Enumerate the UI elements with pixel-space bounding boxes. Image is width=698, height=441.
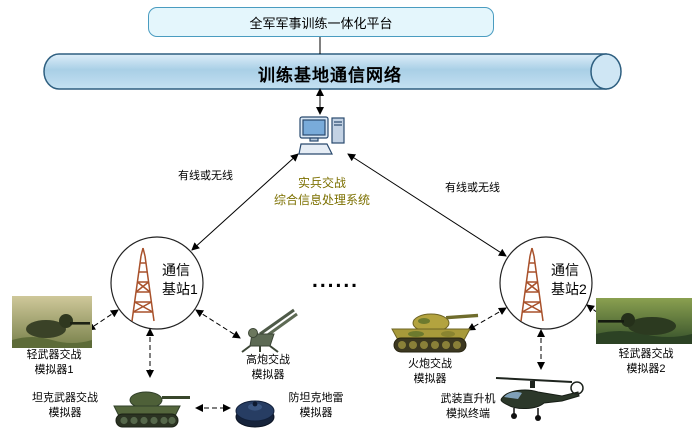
label-line: 模拟器 <box>251 368 285 381</box>
tank-sim-image <box>113 391 190 428</box>
processor-label-line2: 综合信息处理系统 <box>273 192 370 207</box>
radio-tower-icon <box>520 247 544 322</box>
light-weapons-sim-1-label: 轻武器交战 模拟器1 <box>6 348 102 377</box>
label-line: 模拟器 <box>413 372 447 385</box>
processor-label-line1: 实兵交战 <box>297 176 346 190</box>
anti-tank-mine-label: 防坦克地雷 模拟器 <box>274 391 358 420</box>
label-line: 模拟终端 <box>446 407 490 420</box>
tank-sim-label: 坦克武器交战 模拟器 <box>24 391 106 420</box>
station-2-label-line2: 基站2 <box>551 280 587 297</box>
stations-ellipsis: ...... <box>312 269 360 292</box>
network-cylinder <box>43 53 622 90</box>
platform-title: 全军军事训练一体化平台 <box>249 15 393 31</box>
label-line: 坦克武器交战 <box>32 392 98 404</box>
aa-gun-sim-image <box>241 308 298 353</box>
label-line: 高炮交战 <box>246 354 290 366</box>
label-line: 火炮交战 <box>408 358 452 370</box>
processor-label: 实兵交战 综合信息处理系统 <box>240 175 404 209</box>
label-line: 防坦克地雷 <box>288 392 344 404</box>
solid-connectors <box>191 35 507 257</box>
light-weapons-sim-1-image <box>12 296 92 348</box>
aa-gun-sim-label: 高炮交战 模拟器 <box>226 353 310 382</box>
station-1-label-line1: 通信 <box>162 262 190 278</box>
platform-box: 全军军事训练一体化平台 <box>148 7 494 37</box>
label-line: 轻武器交战 <box>618 348 674 360</box>
network-title: 训练基地通信网络 <box>258 66 402 85</box>
artillery-sim-label: 火炮交战 模拟器 <box>388 357 472 386</box>
helicopter-sim-label: 武装直升机 模拟终端 <box>424 392 512 421</box>
anti-tank-mine-image <box>235 400 275 428</box>
station-2-label: 通信 基站2 <box>551 261 587 299</box>
station-1-label: 通信 基站1 <box>162 261 198 299</box>
station-2-label-line1: 通信 <box>551 262 579 278</box>
label-line: 轻武器交战 <box>26 349 82 361</box>
link-label-left: 有线或无线 <box>178 170 233 182</box>
light-weapons-sim-2-image <box>596 298 692 344</box>
link-label-right: 有线或无线 <box>445 182 500 194</box>
computer-icon <box>298 116 345 155</box>
radio-tower-icon <box>131 247 155 322</box>
light-weapons-sim-2-label: 轻武器交战 模拟器2 <box>598 347 694 376</box>
label-line: 模拟器 <box>48 406 82 419</box>
label-line: 模拟器2 <box>626 362 666 375</box>
helicopter-sim-image <box>495 377 584 421</box>
label-line: 武装直升机 <box>440 393 496 405</box>
station-1-label-line2: 基站1 <box>162 280 198 297</box>
label-line: 模拟器 <box>299 406 333 419</box>
artillery-sim-image <box>391 313 479 353</box>
label-line: 模拟器1 <box>34 363 74 376</box>
